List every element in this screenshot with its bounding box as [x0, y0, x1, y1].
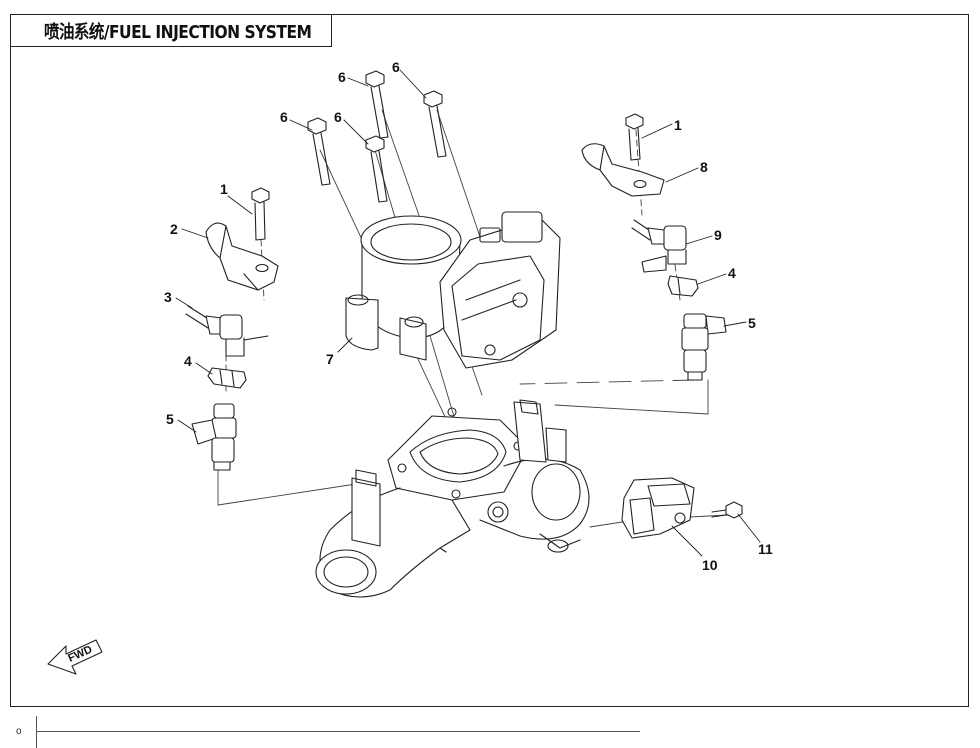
part-label-8: 8	[700, 159, 708, 175]
fwd-arrow-icon: FWD	[47, 639, 103, 675]
fuel-hose-connector-right	[631, 219, 687, 273]
long-bolt-a	[307, 117, 331, 186]
part-label-6-a: 6	[280, 109, 288, 125]
footer-mark: o	[16, 726, 22, 737]
part-label-7: 7	[326, 351, 334, 367]
footer-tick	[36, 716, 37, 748]
clip-right	[667, 275, 699, 297]
part-label-6-c: 6	[338, 69, 346, 85]
long-bolt-c	[365, 70, 389, 139]
part-label-1-left: 1	[220, 181, 228, 197]
diagram-frame	[10, 14, 969, 707]
part-label-11: 11	[758, 541, 773, 557]
part-label-4-right: 4	[728, 265, 736, 281]
part-label-5-right: 5	[748, 315, 756, 331]
bolt-left	[251, 187, 270, 241]
leader-lines	[175, 69, 761, 557]
title-box	[10, 14, 332, 47]
part-label-5-left: 5	[166, 411, 174, 427]
injector-left	[191, 403, 237, 471]
part-label-6-d: 6	[392, 59, 400, 75]
part-label-1-right: 1	[674, 117, 682, 133]
sensor	[621, 477, 695, 539]
part-label-2: 2	[170, 221, 178, 237]
diagram-title: 喷油系统/FUEL INJECTION SYSTEM	[44, 22, 312, 43]
long-bolt-b	[365, 135, 388, 203]
footer-rule	[36, 731, 640, 732]
part-label-3: 3	[164, 289, 172, 305]
part-number-labels: 1 2 3 4 5 6 6 6 6 7 1 8 9 4 5 10 11	[164, 59, 773, 573]
clip-left	[207, 367, 247, 389]
bolt-right	[625, 113, 644, 161]
part-label-4-left: 4	[184, 353, 192, 369]
part-label-10: 10	[702, 557, 718, 573]
fuel-hose-connector-left	[185, 305, 269, 357]
intake-manifold	[315, 399, 590, 598]
part-label-6-b: 6	[334, 109, 342, 125]
bracket-right	[581, 143, 665, 197]
injector-right	[681, 313, 727, 381]
throttle-body	[345, 211, 561, 369]
bracket-left	[205, 222, 279, 291]
part-label-9: 9	[714, 227, 722, 243]
long-bolt-d	[423, 90, 447, 158]
